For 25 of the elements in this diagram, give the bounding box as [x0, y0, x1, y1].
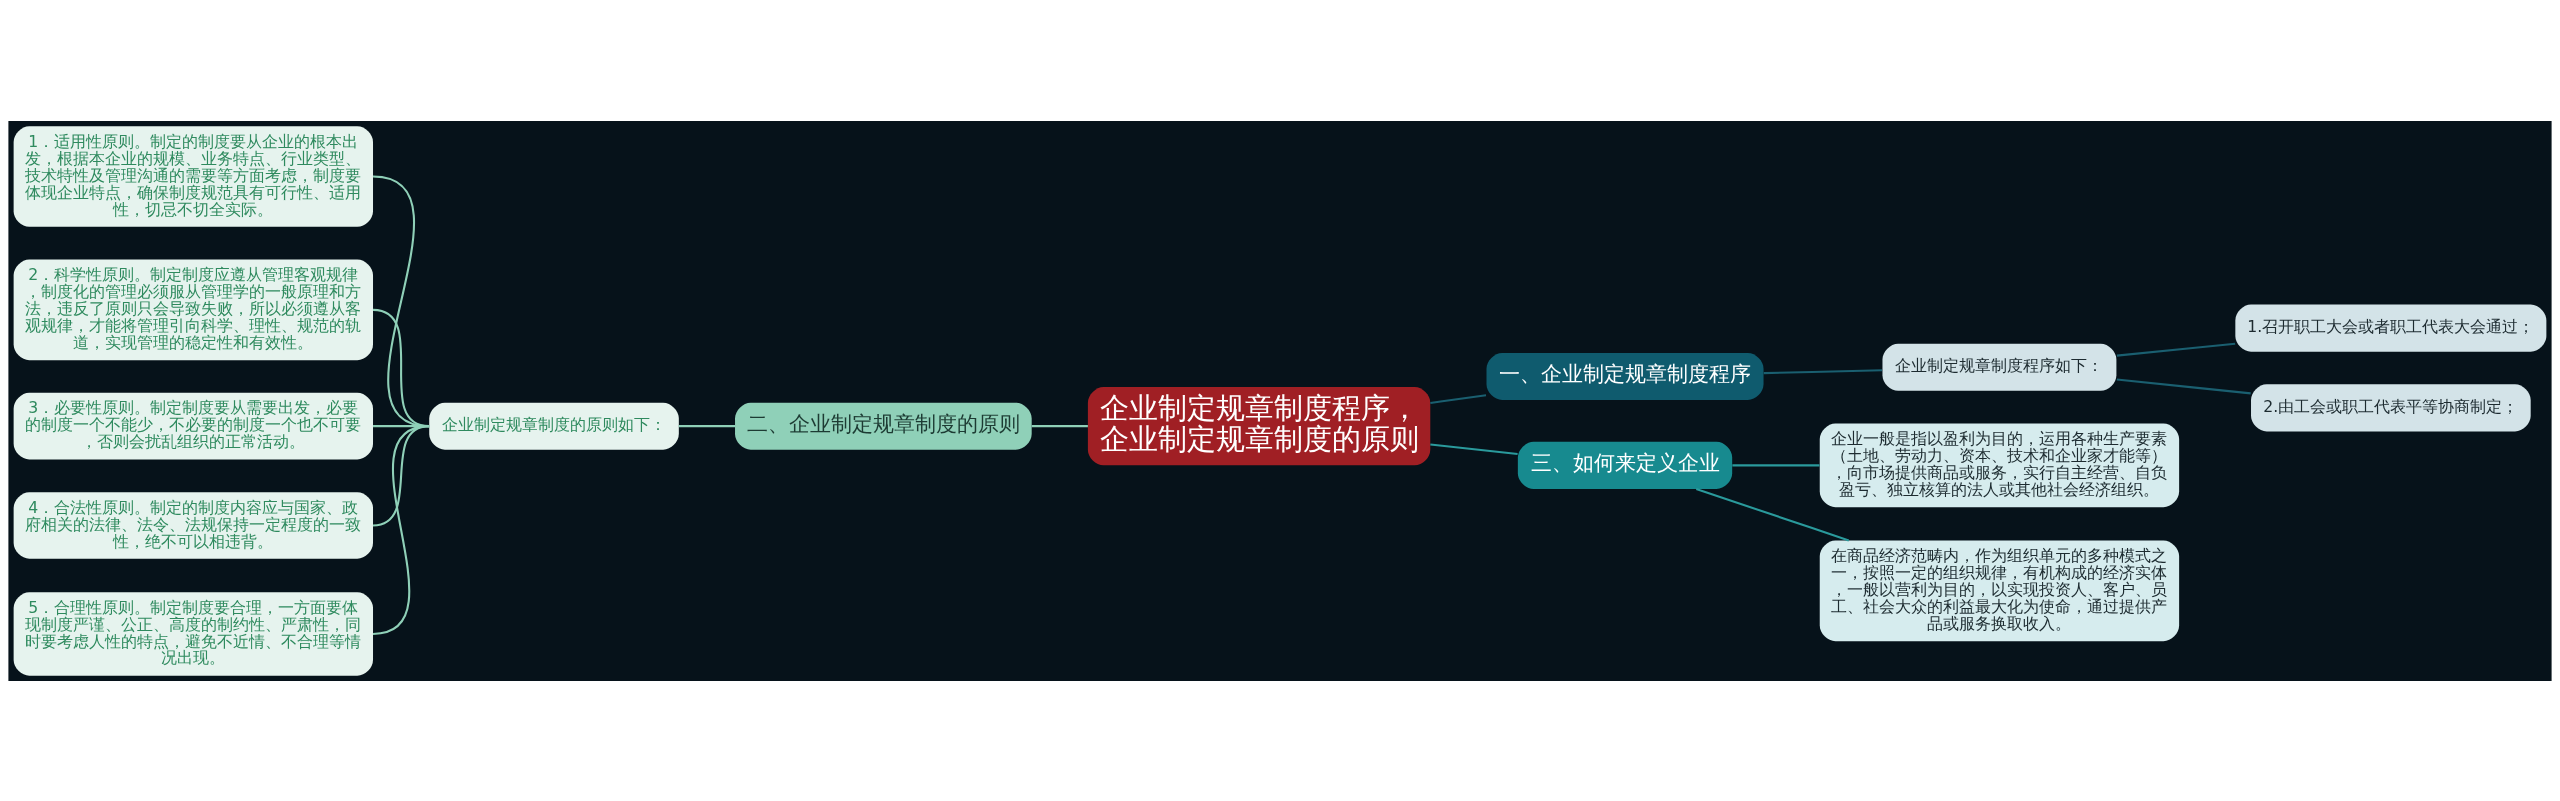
node-box: 企业制定规章制度的原则如下： [429, 402, 679, 450]
connector [1732, 463, 1820, 466]
node-box: 1．适用性原则。制定的制度要从企业的根本出发，根据本企业的规模、业务特点、行业类型、技术特性及管理沟通的需要等方面考虑，制度要体现企业特点，确保制度规范具有可行性、适用性，切忌不切全实际。 [13, 125, 373, 227]
node-box: 4．合法性原则。制定的制度内容应与国家、政府相关的法律、法令、法规保持一定程度的一致性，绝不可以相违背。 [13, 491, 373, 559]
node-box: 企业一般是指以盈利为目的，运用各种生产要素（土地、劳动力、资本、技术和企业家才能等），向市场提供商品或服务，实行自主经营、自负盈亏、独立核算的法人或其他社会经济组织。 [1819, 423, 2180, 507]
node-box: 3．必要性原则。制定制度要从需要出发，必要的制度一个不能少，不必要的制度一个也不可要，否则会扰乱组织的正常活动。 [13, 392, 373, 459]
connector [678, 424, 736, 427]
node-box: 5．合理性原则。制定制度要合理，一方面要体现制度严谨、公正、高度的制约性、严肃性，同时要考虑人性的特点，避免不近情、不合理等情况出现。 [13, 591, 373, 676]
node-box: 在商品经济范畴内，作为组织单元的多种模式之一，按照一定的组织规律，有机构成的经济实体，一般以营利为目的，以实现投资人、客户、员工、社会大众的利益最大化为使命，通过提供产品或服务换取收入。 [1819, 540, 2180, 641]
node-box: 2.由工会或职工代表平等协商制定； [2251, 383, 2531, 431]
connector [1031, 424, 1088, 427]
connector [1430, 393, 1487, 404]
node-box: 企业制定规章制度程序，企业制定规章制度的原则 [1087, 386, 1431, 465]
node-box: 三、如何来定义企业 [1517, 441, 1733, 489]
node-box: 企业制定规章制度程序如下： [1882, 343, 2117, 391]
node-box: 1.召开职工大会或者职工代表大会通过； [2235, 304, 2547, 352]
connector [372, 424, 430, 635]
connector [2116, 342, 2236, 357]
node-box: 2．科学性原则。制定制度应遵从管理客观规律，制度化的管理必须服从管理学的一般原理和方法，违反了原则只会导致失败，所以必须遵从客观规律，才能将管理引向科学、理性、规范的轨道，实现管理的稳定性和有效性。 [13, 259, 373, 360]
node-box: 一、企业制定规章制度程序 [1486, 352, 1764, 400]
node-box: 二、企业制定规章制度的原则 [735, 402, 1032, 450]
connector [2116, 377, 2251, 394]
connector [1430, 442, 1518, 455]
connector [1695, 487, 1850, 541]
connector [1763, 368, 1883, 374]
